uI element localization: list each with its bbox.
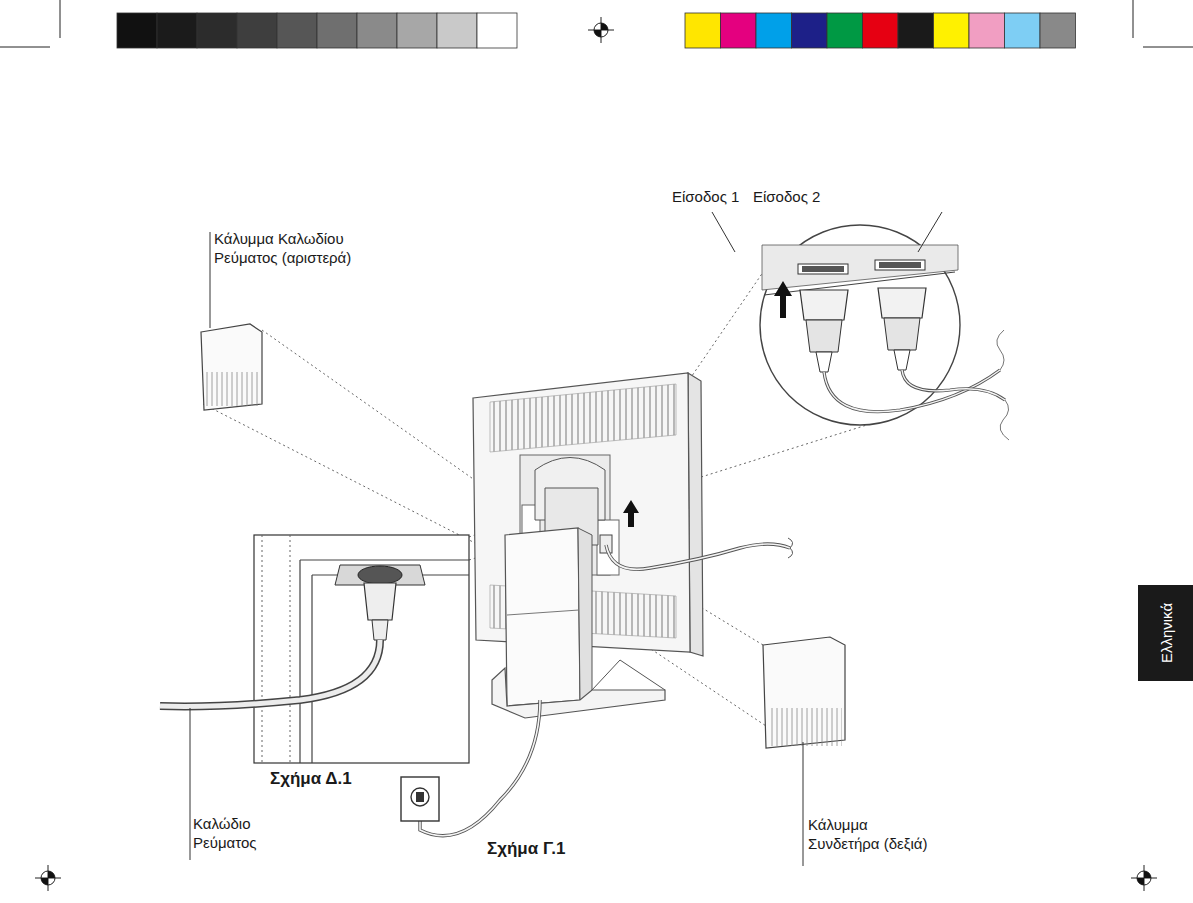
figure-label: Σχήμα Δ.1 [270,768,352,789]
language-tab: Ελληνικά [1138,585,1193,681]
input-label: Είσοδος 2 [753,188,820,207]
figure-label: Σχήμα Γ.1 [487,838,565,859]
wall-outlet [401,777,439,821]
monitor [420,373,793,836]
input-label: Είσοδος 1 [672,188,739,207]
part-label: Κάλυμμα Καλωδίου Ρεύματος (αριστερά) [214,230,382,268]
part-label: Κάλυμμα Συνδετήρα (δεξιά) [808,816,940,854]
input-connectors-zoom [712,212,1009,440]
print-marks [117,13,1076,48]
language-label: Ελληνικά [1157,603,1174,663]
part-label: Καλώδιο Ρεύματος [193,815,279,853]
power-inlet-inset [160,535,469,860]
